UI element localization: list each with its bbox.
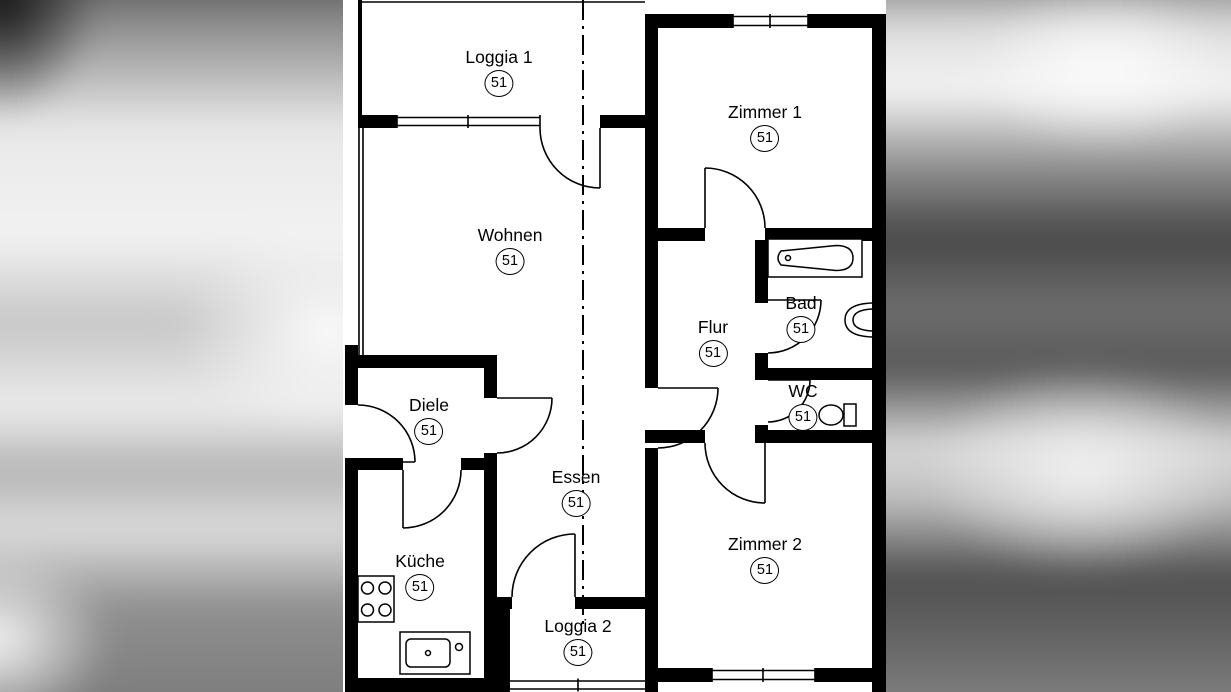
room-number-badge: 51 (405, 574, 435, 601)
room-name: Essen (551, 467, 601, 487)
room-label-zimmer-1: Zimmer 1 51 (728, 102, 802, 152)
zimmer2-window (711, 668, 816, 682)
stove-icon (357, 575, 395, 623)
kitchen-sink-icon (399, 631, 471, 675)
fixtures (357, 238, 873, 675)
room-label-zimmer-2: Zimmer 2 51 (728, 534, 802, 584)
blurred-background-right (850, 0, 1231, 692)
kueche-door (402, 469, 462, 529)
room-number-badge: 51 (750, 125, 780, 152)
zimmer1-window (732, 14, 809, 28)
loggia2-door (511, 533, 576, 598)
room-name: WC (788, 381, 818, 401)
wohnen-window (358, 118, 364, 355)
loggia1-door (539, 127, 601, 189)
loggia2-window (504, 678, 651, 692)
room-name: Bad (785, 293, 817, 313)
zimmer2-door (704, 442, 766, 504)
room-number-badge: 51 (414, 418, 444, 445)
windows (358, 1, 816, 692)
room-label-bad: Bad 51 (785, 293, 817, 343)
room-name: Küche (395, 551, 445, 571)
room-number-badge: 51 (786, 316, 816, 343)
room-name: Zimmer 2 (728, 534, 802, 554)
room-number-badge: 51 (750, 557, 780, 584)
room-label-diele: Diele 51 (409, 395, 449, 445)
room-name: Wohnen (477, 225, 543, 245)
room-number-badge: 51 (563, 639, 593, 666)
room-name: Loggia 2 (544, 616, 612, 636)
bathtub-icon (767, 238, 863, 278)
room-number-badge: 51 (698, 340, 728, 367)
room-label-loggia-2: Loggia 2 51 (544, 616, 612, 666)
zimmer1-door (704, 167, 766, 229)
room-label-wohnen: Wohnen 51 (477, 225, 543, 275)
room-number-badge: 51 (495, 248, 525, 275)
room-number-badge: 51 (484, 70, 514, 97)
diele-door (496, 397, 553, 454)
room-label-loggia-1: Loggia 1 51 (465, 47, 533, 97)
room-label-wc: WC 51 (788, 381, 818, 431)
room-label-flur: Flur 51 (698, 317, 728, 367)
entry-door (357, 404, 416, 463)
room-number-badge: 51 (788, 404, 818, 431)
walls (345, 0, 886, 692)
flur-door (657, 387, 719, 449)
room-number-badge: 51 (561, 490, 591, 517)
toilet-icon (818, 403, 857, 427)
washbasin-icon (844, 302, 873, 338)
blurred-background-left (0, 0, 380, 692)
room-label-kueche: Küche 51 (395, 551, 445, 601)
room-name: Zimmer 1 (728, 102, 802, 122)
room-name: Flur (697, 317, 729, 337)
room-label-essen: Essen 51 (551, 467, 601, 517)
loggia1-window (396, 115, 541, 128)
room-name: Diele (409, 395, 449, 415)
room-name: Loggia 1 (465, 47, 533, 67)
